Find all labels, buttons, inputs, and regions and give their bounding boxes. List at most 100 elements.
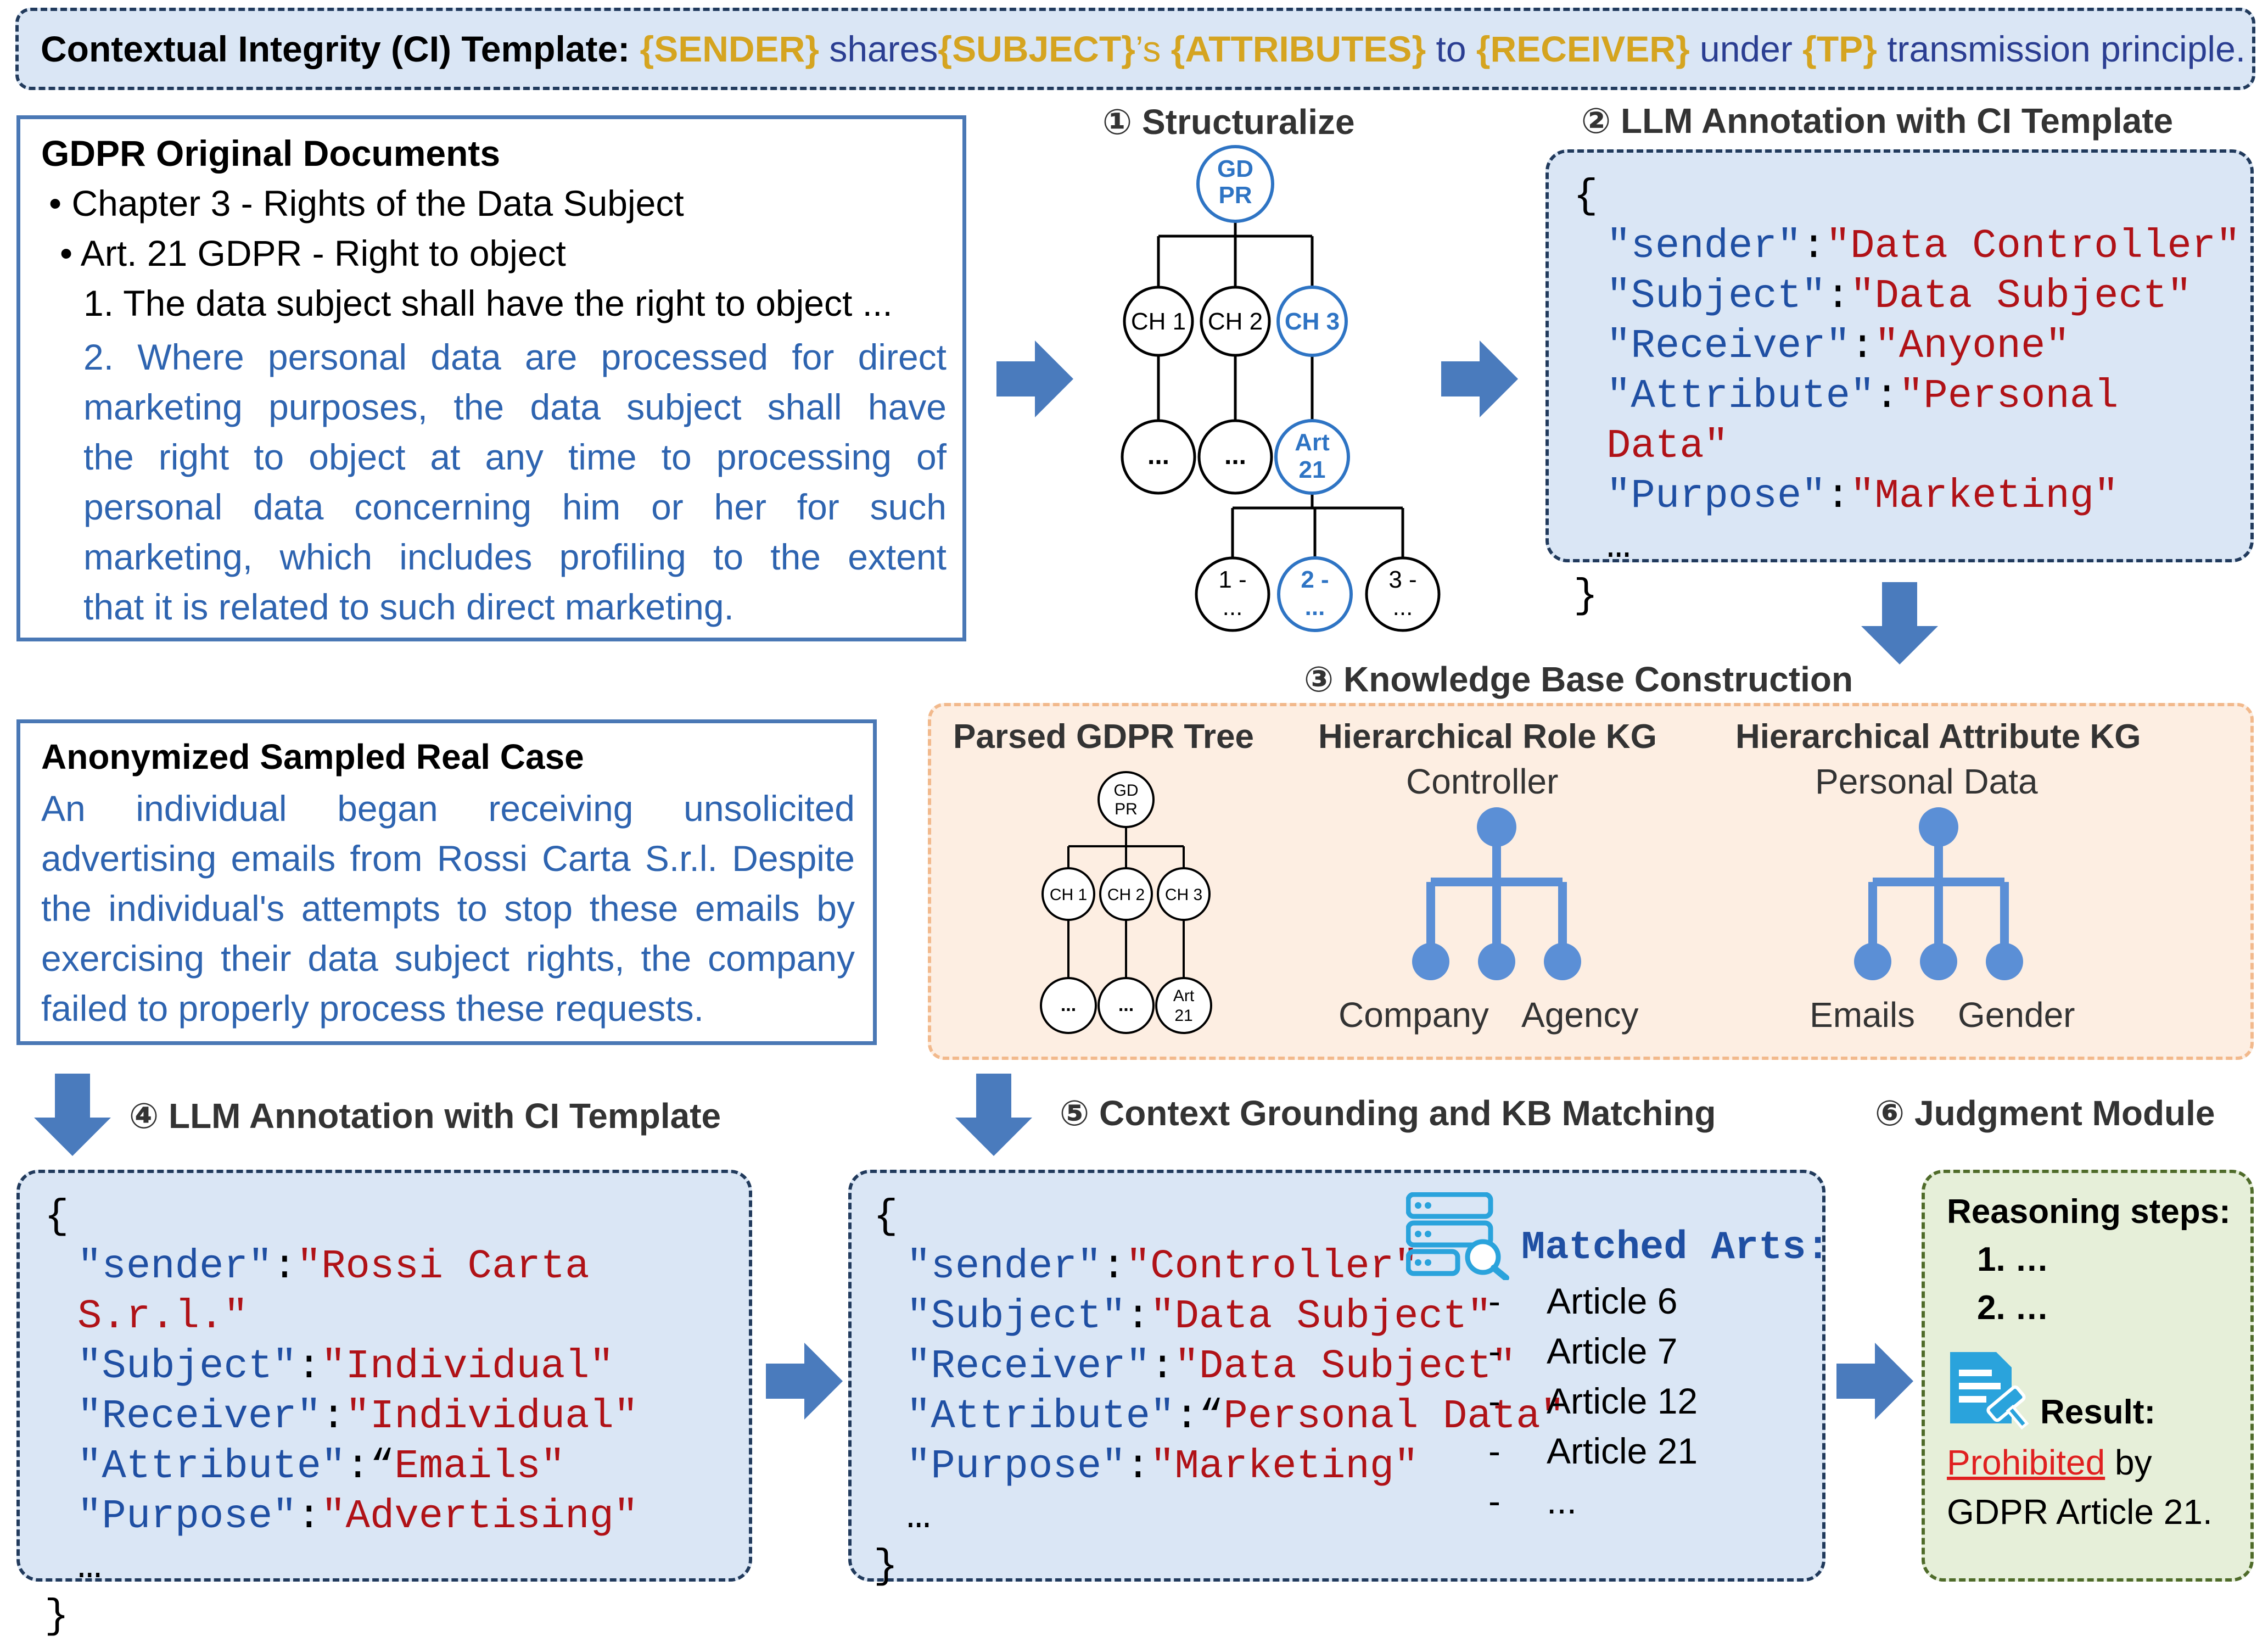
json-value: "Data Subject"	[1150, 1294, 1492, 1340]
list-dash: -	[1488, 1281, 1500, 1321]
json-row: "sender":"Data Controller"	[1573, 222, 2250, 272]
ci-receiver-slot: {RECEIVER}	[1476, 29, 1690, 69]
kb-tree-root-2: PR	[1115, 800, 1138, 818]
json-ellipsis: …	[906, 1494, 931, 1540]
result-prohibited: Prohibited	[1947, 1443, 2105, 1482]
json-sep: :	[1125, 1444, 1151, 1490]
json-sep: :	[296, 1344, 322, 1390]
reasoning-step-1: 1. …	[1977, 1241, 2049, 1278]
gdpr-point-2-line: the right to object at any time to proce…	[83, 437, 947, 477]
real-case-line: the individual's attempts to stop these …	[41, 888, 855, 929]
json-key: "Attribute"	[77, 1444, 346, 1490]
attribute-kg-leaf-emails: Emails	[1810, 995, 1916, 1035]
parsed-tree-title: Parsed GDPR Tree	[953, 718, 1254, 756]
json-row: "Purpose":"Marketing"	[1573, 472, 2250, 522]
annotation-case-box: { "sender":"Rossi Carta S.r.l." "Subject…	[16, 1170, 752, 1640]
matched-article-item: -Article 12	[1488, 1376, 1698, 1426]
kb-tree-art: Art	[1173, 987, 1195, 1005]
json-row: "Subject":"Data Subject"	[1573, 272, 2250, 322]
document-judgment-icon	[1950, 1352, 2029, 1430]
json-close-brace: }	[1573, 573, 1598, 619]
json-row: "Subject":"Individual"	[44, 1342, 749, 1392]
kb-tree-ch2: CH 2	[1107, 886, 1145, 904]
gdpr-point-2-line: personal data concerning him or her for …	[83, 487, 947, 527]
grounding-box: { "sender":"Controller" "Subject":"Data …	[848, 1170, 1830, 1590]
ci-text-shares: shares	[829, 29, 938, 69]
ci-attributes-slot: {ATTRIBUTES}	[1171, 29, 1426, 69]
step-3-title: ③ Knowledge Base Construction	[1304, 660, 1853, 699]
real-case-title: Anonymized Sampled Real Case	[41, 737, 584, 777]
json-key: "sender"	[906, 1244, 1102, 1290]
kb-tree-ch1: CH 1	[1050, 886, 1087, 904]
arrow-down-icon	[34, 1074, 111, 1156]
json-close-brace: }	[873, 1544, 898, 1590]
json-key: "Subject"	[77, 1344, 297, 1390]
arrow-right-icon	[766, 1343, 843, 1420]
json-sep: :	[1801, 224, 1826, 270]
real-case-text: An individual began receiving unsolicite…	[41, 784, 855, 1034]
matched-articles-list: -Article 6 -Article 7 -Article 12 -Artic…	[1488, 1276, 1698, 1526]
json-key: "Purpose"	[906, 1444, 1126, 1490]
tree-leaf-2b: ...	[1305, 594, 1325, 621]
attribute-kg-leaf-gender: Gender	[1958, 995, 2075, 1035]
tree-leaf-1: 1 -	[1218, 566, 1246, 593]
tree-leaf-1b: ...	[1223, 594, 1243, 621]
matched-article-item: -Article 21	[1488, 1426, 1698, 1476]
tree-node-ch3: CH 3	[1285, 308, 1340, 335]
json-open-brace: {	[44, 1194, 69, 1240]
json-sep: :	[1101, 1244, 1126, 1290]
json-value: "Controller"	[1125, 1244, 1419, 1290]
step-4-title: ④ LLM Annotation with CI Template	[129, 1096, 721, 1136]
parsed-tree-diagram: GD PR CH 1 CH 2 CH 3 ... ... Art 21	[1040, 771, 1212, 1034]
json-sep: :	[272, 1244, 297, 1290]
arrow-right-icon	[996, 340, 1073, 417]
judgment-box: Reasoning steps: 1. … 2. … Result: Prohi…	[1922, 1170, 2254, 1582]
role-kg-leaf-agency: Agency	[1521, 995, 1639, 1035]
tree-node-ch2: CH 2	[1208, 308, 1263, 335]
role-kg-leaf-company: Company	[1339, 995, 1489, 1035]
matched-arts-title: Matched Arts:	[1521, 1225, 1830, 1270]
role-kg-title: Hierarchical Role KG	[1318, 718, 1657, 756]
gdpr-documents-title: GDPR Original Documents	[41, 133, 501, 174]
json-sep: :	[296, 1494, 322, 1540]
json-value: "Advertising"	[321, 1494, 639, 1540]
arrow-down-icon	[955, 1074, 1032, 1156]
real-case-line: exercising their data subject rights, th…	[41, 938, 855, 979]
annotation-top-box: { "sender":"Data Controller" "Subject":"…	[1545, 149, 2254, 619]
json-row: "Attribute":“Personal Data"	[873, 1392, 1565, 1442]
tree-root-label-2: PR	[1218, 182, 1252, 209]
matched-article-item: -Article 7	[1488, 1326, 1698, 1376]
json-open-brace: {	[1573, 174, 1598, 220]
json-row: "sender":"Rossi Carta S.r.l."	[44, 1242, 749, 1342]
json-row: "Attribute":“Emails"	[44, 1442, 749, 1492]
real-case-line: advertising emails from Rossi Carta S.r.…	[41, 838, 855, 879]
tree-leaf-3b: ...	[1393, 594, 1413, 621]
matched-article-item: -...	[1488, 1476, 1698, 1526]
result-by: by	[2114, 1443, 2152, 1482]
ci-text-under: under	[1700, 29, 1793, 69]
reasoning-steps-title: Reasoning steps:	[1947, 1193, 2231, 1231]
json-ellipsis: …	[1606, 523, 1631, 569]
gdpr-point-2: 2. Where personal data are processed for…	[83, 332, 947, 632]
json-key: "Receiver"	[1606, 323, 1851, 370]
json-key: "Purpose"	[77, 1494, 297, 1540]
gdpr-point-2-line: 2. Where personal data are processed for…	[83, 337, 947, 377]
gdpr-article-item: • Art. 21 GDPR - Right to object	[60, 233, 566, 273]
json-key: "sender"	[1606, 224, 1802, 270]
list-dash: -	[1488, 1381, 1500, 1421]
database-search-icon	[1406, 1192, 1509, 1280]
gdpr-point-2-line: marketing purposes, the data subject sha…	[83, 387, 947, 427]
ci-tp-slot: {TP}	[1802, 29, 1877, 69]
arrow-right-icon	[1836, 1343, 1913, 1420]
json-value: "Marketing"	[1150, 1444, 1419, 1490]
step-2-title: ② LLM Annotation with CI Template	[1581, 101, 2174, 141]
step-5-title: ⑤ Context Grounding and KB Matching	[1060, 1093, 1716, 1133]
tree-node-ellipsis: ...	[1224, 441, 1246, 470]
matched-article-label: Article 21	[1547, 1431, 1698, 1471]
json-key: "Subject"	[1606, 273, 1826, 320]
arrow-down-icon	[1861, 582, 1938, 664]
json-value: Emails"	[394, 1444, 565, 1490]
json-value: "Marketing"	[1850, 473, 2119, 520]
json-sep: :	[1125, 1294, 1151, 1340]
json-sep: :	[1825, 273, 1851, 320]
